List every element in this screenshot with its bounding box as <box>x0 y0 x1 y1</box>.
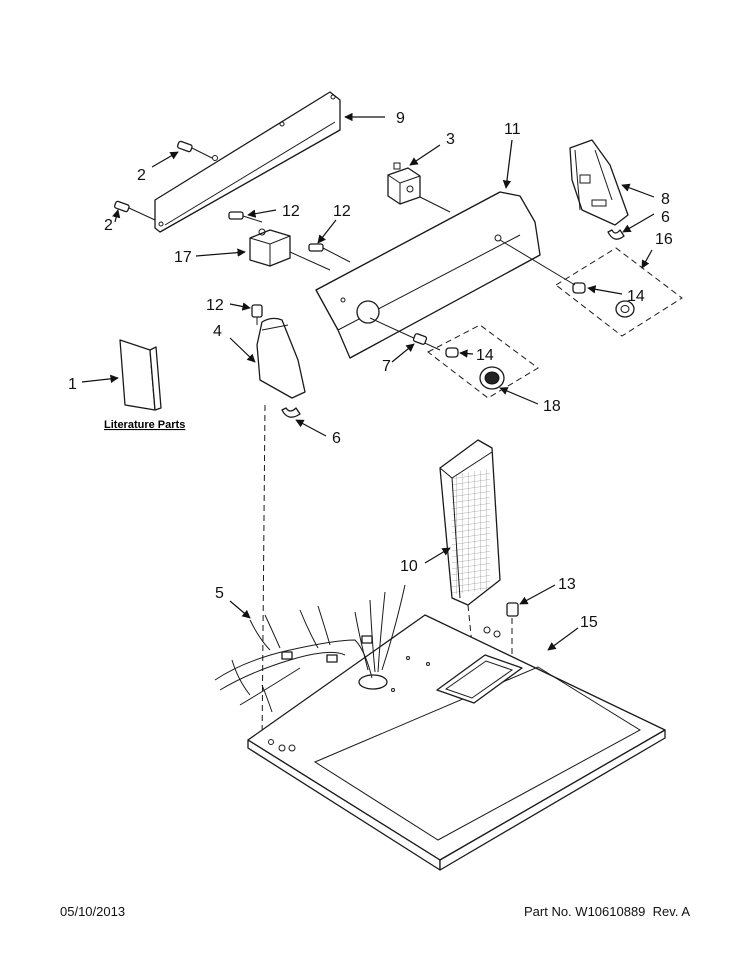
part-8-end-bracket <box>569 139 629 226</box>
callout-3: 3 <box>446 131 455 148</box>
callout-4: 4 <box>213 323 222 340</box>
callout-11: 11 <box>504 121 521 138</box>
part-18-knob-group <box>427 324 539 399</box>
callout-7: 7 <box>382 358 391 375</box>
leader-lines <box>81 112 655 651</box>
footer-date: 05/10/2013 <box>60 904 126 919</box>
callout-18: 18 <box>543 398 561 415</box>
callout-15: 15 <box>580 614 598 631</box>
part-12-screw-a <box>228 211 263 223</box>
callout-2-upper: 2 <box>137 167 146 184</box>
callout-9: 9 <box>396 110 405 127</box>
part-12-screw-b <box>308 243 351 263</box>
part-3-switch <box>387 162 451 213</box>
callout-numbers: 9 2 2 3 11 8 6 16 14 12 12 17 12 4 7 14 … <box>68 110 673 631</box>
part-number: W10610889 <box>575 904 646 919</box>
part-2-screw-lower <box>113 200 156 221</box>
rev-prefix: Rev. <box>652 904 679 919</box>
callout-2-lower: 2 <box>104 217 113 234</box>
callout-16: 16 <box>655 231 673 248</box>
callout-17: 17 <box>174 249 192 266</box>
rev-value: A <box>681 904 690 919</box>
callout-14-right: 14 <box>627 288 645 305</box>
part-number-prefix: Part No. <box>523 904 572 919</box>
part-1-literature <box>119 339 162 411</box>
part-16-knob-group <box>499 239 683 337</box>
part-6-clip-right <box>607 229 625 240</box>
callout-8: 8 <box>661 191 670 208</box>
callout-12-c: 12 <box>206 297 224 314</box>
callout-6-left: 6 <box>332 430 341 447</box>
part-9-rear-bracket <box>154 91 341 233</box>
part-11-console <box>315 191 541 359</box>
literature-parts-label: Literature Parts <box>104 419 185 431</box>
part-15-top-panel <box>247 614 666 871</box>
callout-10: 10 <box>400 558 418 575</box>
callout-6-right: 6 <box>661 209 670 226</box>
part-10-lint-screen <box>439 439 501 606</box>
callout-12-b: 12 <box>333 203 351 220</box>
part-6-clip-left <box>281 407 301 418</box>
footer-part-info: Part No. W10610889 Rev. A <box>524 904 690 919</box>
callout-12-a: 12 <box>282 203 300 220</box>
callout-14-centre: 14 <box>476 347 494 364</box>
part-13-screw <box>506 602 519 617</box>
part-7-shaft <box>369 317 441 351</box>
part-4-end-cap <box>256 317 306 399</box>
callout-13: 13 <box>558 576 576 593</box>
callout-5: 5 <box>215 585 224 602</box>
callout-1: 1 <box>68 376 77 393</box>
part-12-screw-c <box>251 304 263 325</box>
part-2-screw-upper <box>176 140 213 159</box>
alignment-line-left <box>261 404 266 746</box>
part-5-wire-harness <box>214 584 406 713</box>
part-17-timer <box>249 228 331 271</box>
